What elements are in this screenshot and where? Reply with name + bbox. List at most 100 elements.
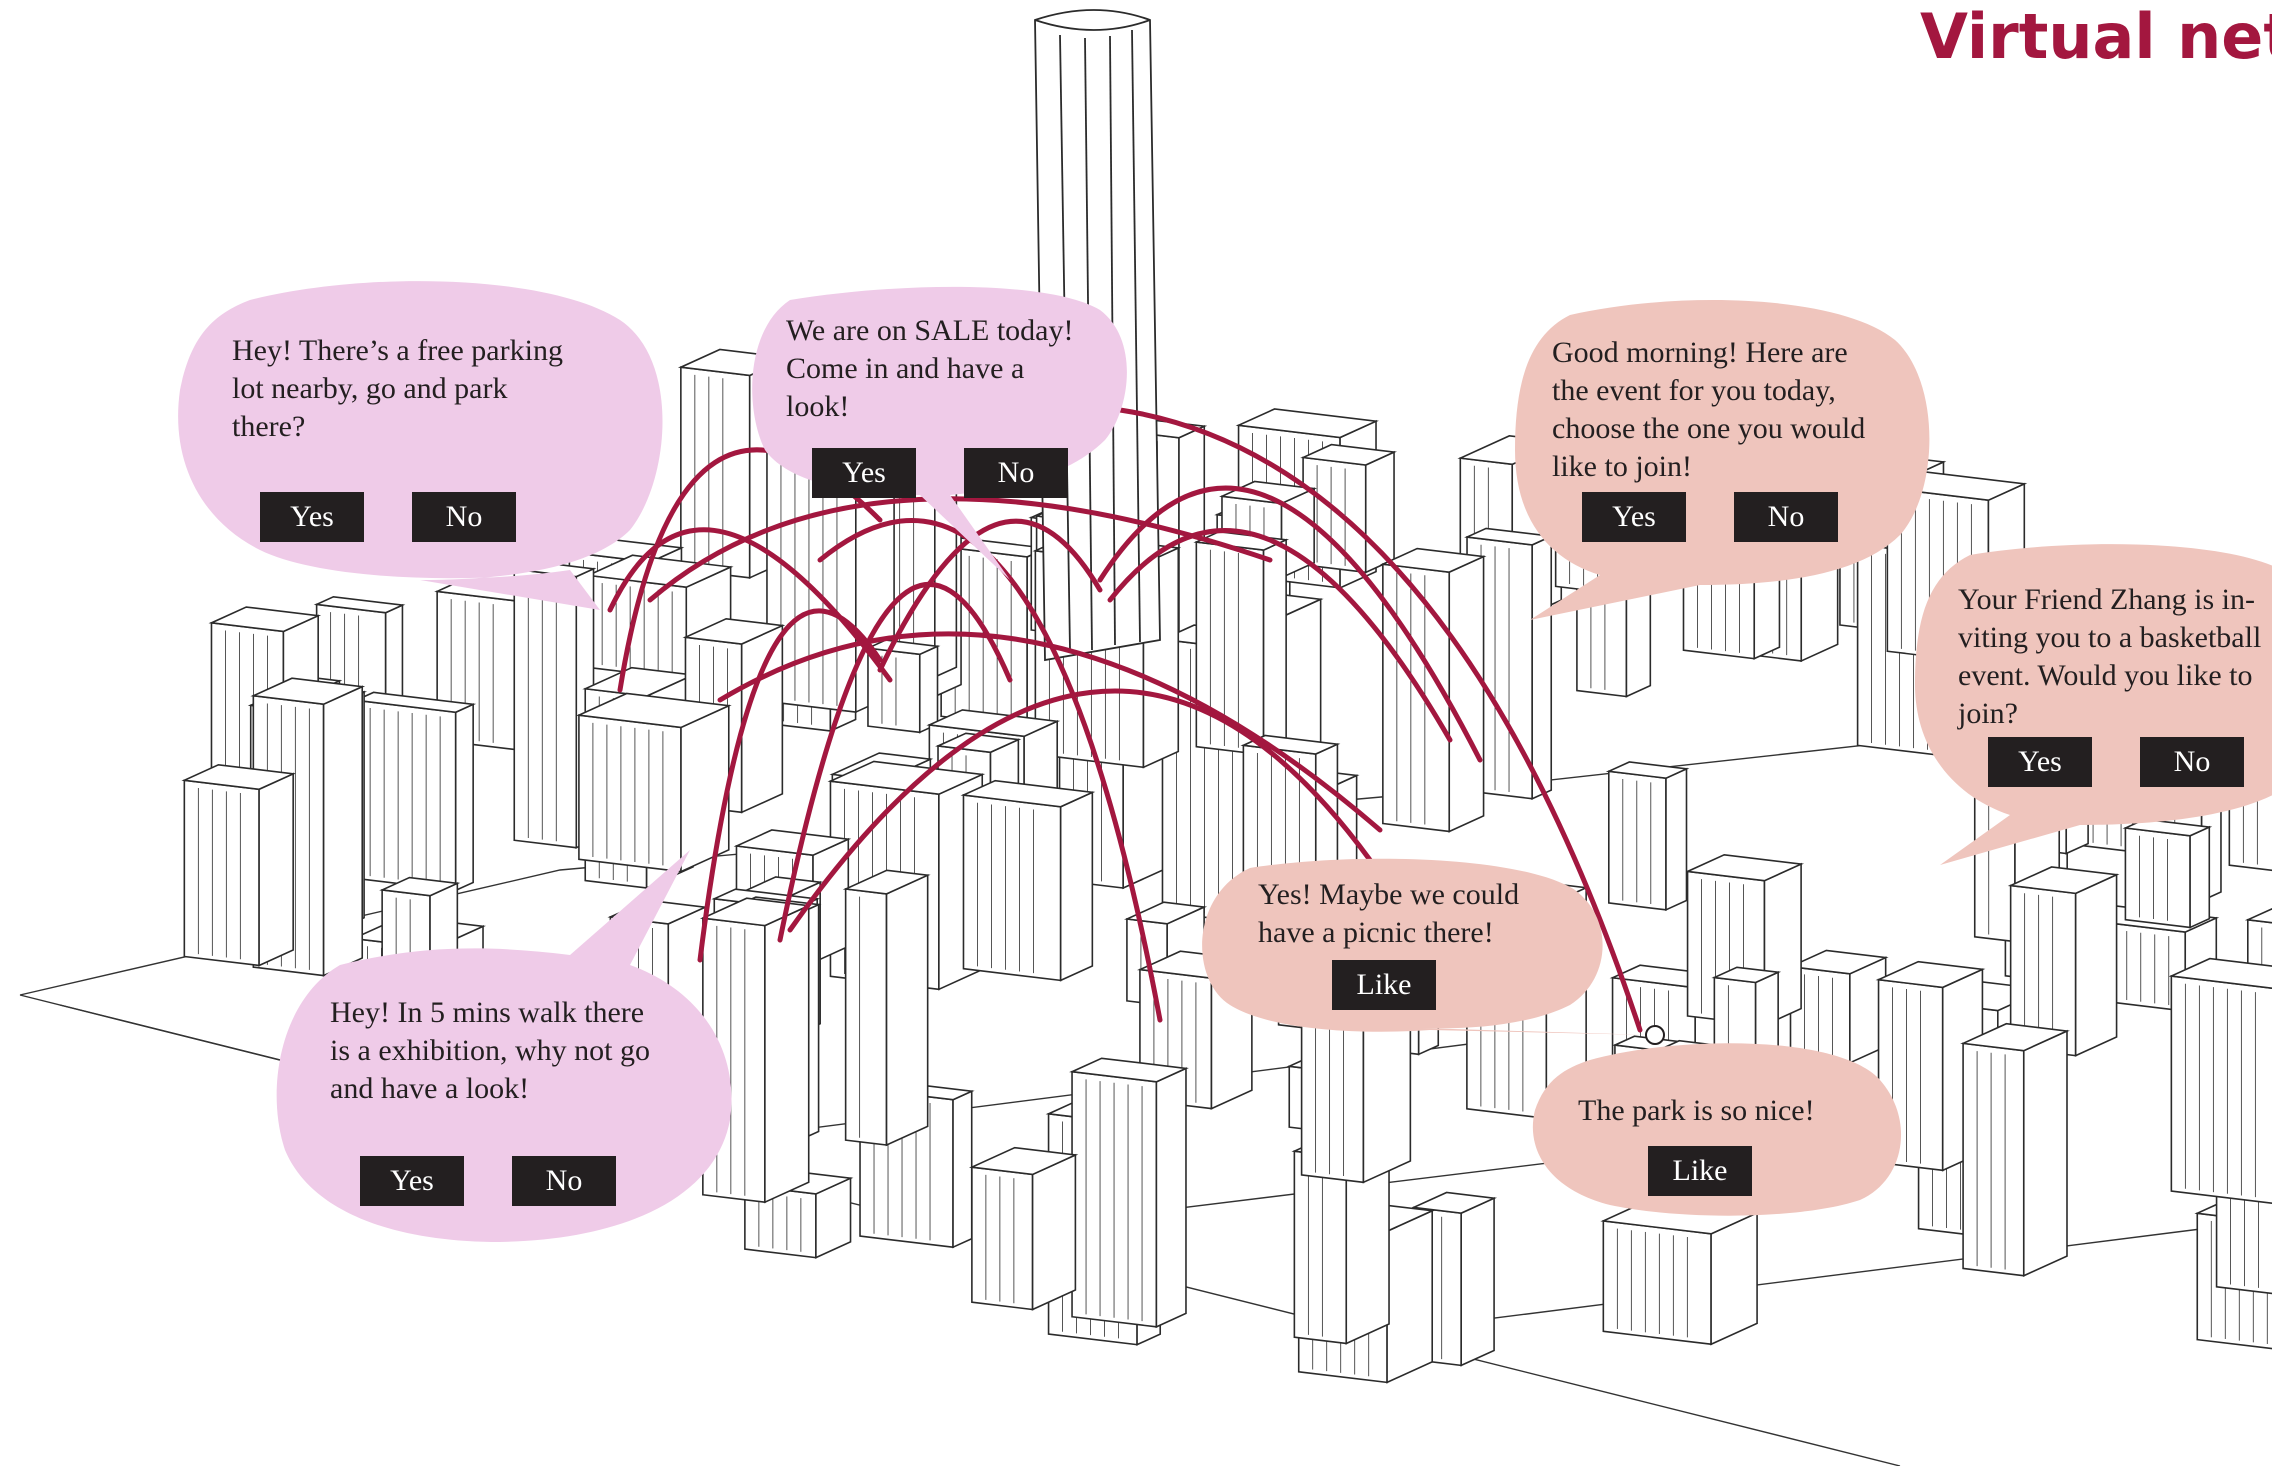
bubble-shape [1532, 1025, 1902, 1216]
bubble-text: Yes! Maybe we could have a picnic there! [1258, 878, 1520, 949]
speech-bubble-exhibition: Hey! In 5 mins walk there is a exhibitio… [270, 850, 750, 1245]
building-face [968, 1146, 1079, 1176]
speech-bubble-park: The park is so nice! Like [1530, 1025, 1902, 1216]
speech-bubble-picnic: Yes! Maybe we could have a picnic there!… [1190, 858, 1650, 1035]
yes-button[interactable]: Yes [360, 1156, 464, 1206]
building-face [181, 764, 297, 791]
building-face [1193, 530, 1290, 551]
building-face [1602, 1220, 1712, 1346]
building-face [2007, 866, 2120, 895]
building-face [1382, 563, 1451, 833]
building-face [183, 779, 260, 967]
building-face [952, 1089, 973, 1249]
building-face [2168, 957, 2272, 989]
building-face [1300, 443, 1397, 466]
building-face [355, 699, 457, 892]
building-face [353, 691, 477, 714]
no-button[interactable]: No [964, 448, 1068, 498]
speech-bubble-parking: Hey! There’s a free parking lot nearby, … [170, 280, 670, 610]
building-face [682, 617, 786, 645]
bubble-shape [1202, 858, 1650, 1035]
page-title: Virtual netw [1920, 0, 2272, 73]
building-face [379, 876, 461, 897]
network-arcs [607, 407, 1643, 1033]
speech-bubble-basketball: Your Friend Zhang is in- viting you to a… [1910, 544, 2272, 865]
building-face [740, 624, 784, 814]
building-face [1379, 547, 1487, 573]
building-face [2170, 975, 2272, 1204]
building-face [1960, 1022, 2070, 1052]
like-button[interactable]: Like [1332, 960, 1436, 1010]
building-face [1219, 480, 1318, 505]
building-face [258, 772, 294, 967]
building-face [1031, 1153, 1077, 1311]
building-face [1710, 1211, 1758, 1346]
building-face [1608, 770, 1667, 911]
building-face [313, 595, 406, 614]
building-face [2244, 908, 2272, 924]
building-face [1711, 966, 1782, 984]
building-face [2074, 873, 2118, 1057]
building-face [1875, 960, 1986, 989]
building-face [1448, 555, 1485, 833]
bubble-text: Good morning! Here are the event for you… [1552, 336, 1866, 483]
building-face [1262, 538, 1287, 756]
bubble-text: We are on SALE today! Come in and have a… [786, 314, 1074, 423]
building-face [1684, 853, 1805, 882]
bubble-shape [276, 850, 732, 1242]
building-face [842, 869, 931, 895]
building-face [918, 645, 939, 734]
bubble-text: Hey! There’s a free parking lot nearby, … [232, 334, 563, 443]
building-face [1155, 1067, 1187, 1329]
building-face [2189, 825, 2211, 929]
yes-button[interactable]: Yes [1988, 737, 2092, 787]
building-face [971, 1166, 1034, 1311]
building-face [926, 709, 1061, 738]
building-face [1605, 761, 1690, 779]
building-face [1962, 1042, 2025, 1277]
yes-button[interactable]: Yes [812, 448, 916, 498]
no-button[interactable]: No [512, 1156, 616, 1206]
building-face [585, 554, 734, 588]
building-face [1059, 791, 1094, 982]
building-face [250, 677, 366, 706]
yes-button[interactable]: Yes [260, 492, 364, 542]
building-face [962, 794, 1062, 982]
bubble-text: Your Friend Zhang is in- viting you to a… [1958, 583, 2262, 730]
building-face [1665, 767, 1688, 912]
building-face [1235, 408, 1379, 439]
building-face [885, 873, 929, 1147]
building-face [1123, 901, 1208, 925]
yes-button[interactable]: Yes [1582, 492, 1686, 542]
building-face [960, 779, 1096, 808]
bubble-text: Hey! In 5 mins walk there is a exhibitio… [330, 996, 650, 1105]
building-face [322, 685, 364, 977]
building-face [1386, 1209, 1433, 1384]
bubble-shape [752, 286, 1127, 580]
building-face [578, 714, 682, 873]
building-face [1069, 1057, 1189, 1083]
no-button[interactable]: No [1734, 492, 1838, 542]
building-face [827, 760, 986, 795]
building-face [2022, 1029, 2068, 1277]
building-face [844, 888, 888, 1146]
building-face [1460, 1196, 1495, 1367]
building-face [764, 904, 810, 1204]
building-face [513, 568, 578, 849]
building-face [1787, 949, 1889, 975]
building-face [575, 692, 732, 729]
building-face [733, 829, 852, 857]
speech-bubble-events: Good morning! Here are the event for you… [1510, 300, 1930, 620]
speech-bubble-sale: We are on SALE today! Come in and have a… [750, 286, 1130, 580]
like-button[interactable]: Like [1648, 1146, 1752, 1196]
building-face [2124, 827, 2191, 929]
building-face [208, 606, 322, 633]
no-button[interactable]: No [412, 492, 516, 542]
building-face [680, 704, 730, 873]
building-face [680, 366, 751, 579]
bubble-text: The park is so nice! [1578, 1094, 1815, 1127]
building-face [865, 639, 941, 656]
building-face [454, 703, 474, 892]
no-button[interactable]: No [2140, 737, 2244, 787]
